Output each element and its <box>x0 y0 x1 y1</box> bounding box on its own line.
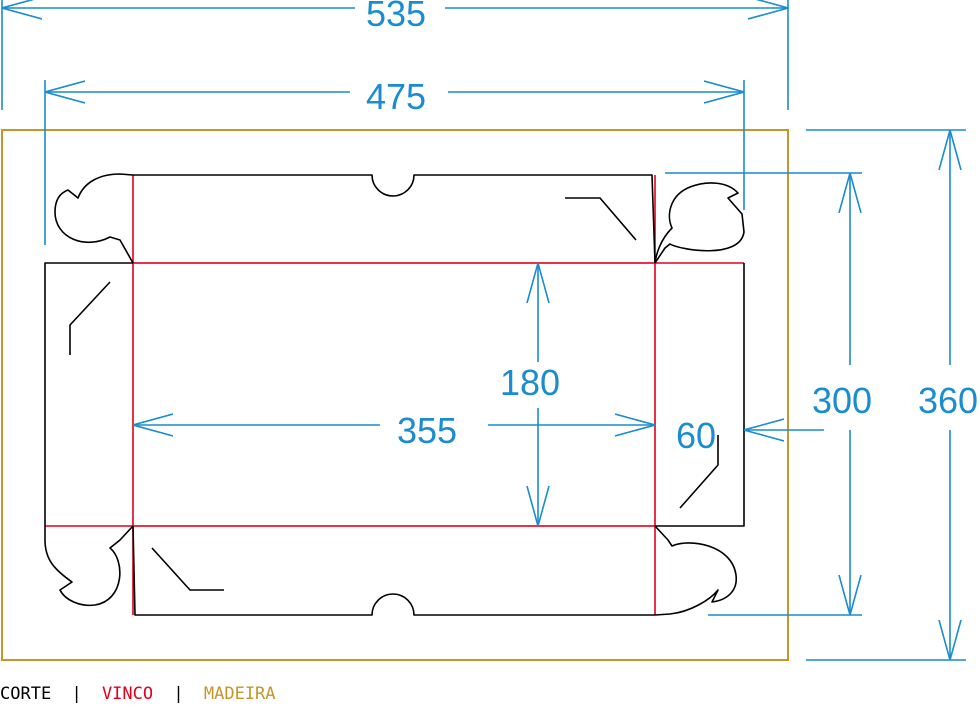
cut-lines <box>44 173 745 616</box>
corner-tab-top-left <box>54 173 134 264</box>
legend-cut-label: CORTE <box>0 684 52 704</box>
legend: CORTE | VINCO | MADEIRA <box>0 684 276 704</box>
top-flap-cut <box>133 174 656 264</box>
label-total-height: 360 <box>918 380 978 421</box>
dimension-lines <box>1 0 966 661</box>
legend-separator-1: | <box>71 684 82 704</box>
label-base-depth: 180 <box>500 362 560 403</box>
crease-lines <box>45 175 744 615</box>
corner-tab-bottom-right <box>654 525 737 616</box>
legend-separator-2: | <box>173 684 184 704</box>
base-panel-crease <box>132 262 656 527</box>
label-total-width: 535 <box>366 0 426 34</box>
left-flap-cut <box>44 262 133 526</box>
corner-tab-bottom-left <box>44 525 134 607</box>
label-inner-width: 475 <box>366 76 426 117</box>
legend-crease-label: VINCO <box>101 684 154 704</box>
slot-bottom-left-panel <box>151 547 224 591</box>
slot-top-right-panel <box>565 197 637 241</box>
legend-board-label: MADEIRA <box>203 684 276 704</box>
label-base-length: 355 <box>397 410 457 451</box>
slot-right-panel <box>679 435 719 509</box>
slot-left-panel <box>69 281 111 355</box>
right-flap-cut <box>655 263 745 527</box>
corner-tab-top-right <box>654 182 745 264</box>
board-outline <box>1 129 789 661</box>
label-inner-height: 300 <box>812 380 872 421</box>
label-wall-height: 60 <box>676 415 716 456</box>
bottom-flap-cut <box>132 525 655 616</box>
